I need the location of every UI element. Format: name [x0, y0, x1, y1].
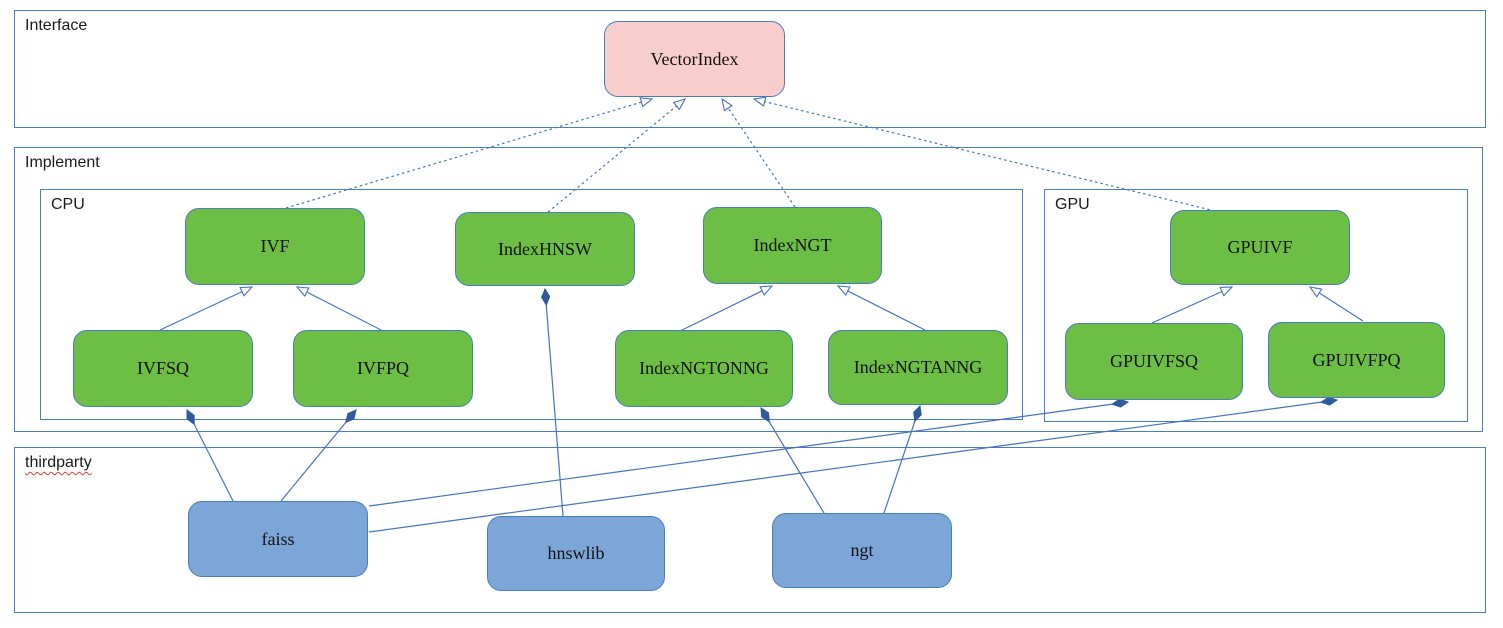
- node-ngt-label: ngt: [850, 540, 874, 560]
- node-ivf[interactable]: IVF: [185, 208, 365, 285]
- section-gpu-label: GPU: [1055, 196, 1090, 213]
- node-ivf-label: IVF: [260, 236, 290, 256]
- node-gpuivfsq[interactable]: GPUIVFSQ: [1065, 323, 1243, 400]
- node-faiss-label: faiss: [261, 528, 295, 549]
- section-interface-label: Interface: [25, 17, 88, 34]
- node-indexngtanng-label: IndexNGTANNG: [853, 357, 983, 377]
- node-faiss[interactable]: faiss: [188, 501, 368, 577]
- node-hnswlib[interactable]: hnswlib: [487, 516, 665, 591]
- node-indexngt[interactable]: IndexNGT: [703, 207, 882, 284]
- node-ivfsq-label: IVFSQ: [136, 358, 189, 378]
- node-ivfpq-label: IVFPQ: [356, 358, 409, 378]
- node-gpuivf-label: GPUIVF: [1227, 237, 1293, 257]
- node-vectorindex[interactable]: VectorIndex: [604, 21, 785, 97]
- node-indexngt-label: IndexNGT: [753, 235, 832, 255]
- section-thirdparty-label: thirdparty: [25, 454, 92, 471]
- section-implement-label: Implement: [25, 154, 100, 171]
- node-hnswlib-label: hnswlib: [547, 543, 605, 563]
- node-ivfsq[interactable]: IVFSQ: [73, 330, 253, 407]
- node-vectorindex-label: VectorIndex: [650, 48, 739, 69]
- node-gpuivfsq-label: GPUIVFSQ: [1109, 351, 1199, 371]
- node-gpuivfpq[interactable]: GPUIVFPQ: [1268, 322, 1445, 398]
- node-ngt[interactable]: ngt: [772, 513, 952, 588]
- node-ivfpq[interactable]: IVFPQ: [293, 330, 473, 407]
- node-indexhnsw[interactable]: IndexHNSW: [455, 212, 635, 286]
- node-indexngtonng-label: IndexNGTONNG: [639, 358, 769, 378]
- node-indexngtonng[interactable]: IndexNGTONNG: [615, 330, 793, 407]
- section-cpu-label: CPU: [51, 196, 85, 213]
- node-gpuivf[interactable]: GPUIVF: [1170, 210, 1350, 285]
- node-indexngtanng[interactable]: IndexNGTANNG: [828, 330, 1008, 405]
- node-indexhnsw-label: IndexHNSW: [498, 238, 592, 259]
- node-gpuivfpq-label: GPUIVFPQ: [1312, 349, 1401, 370]
